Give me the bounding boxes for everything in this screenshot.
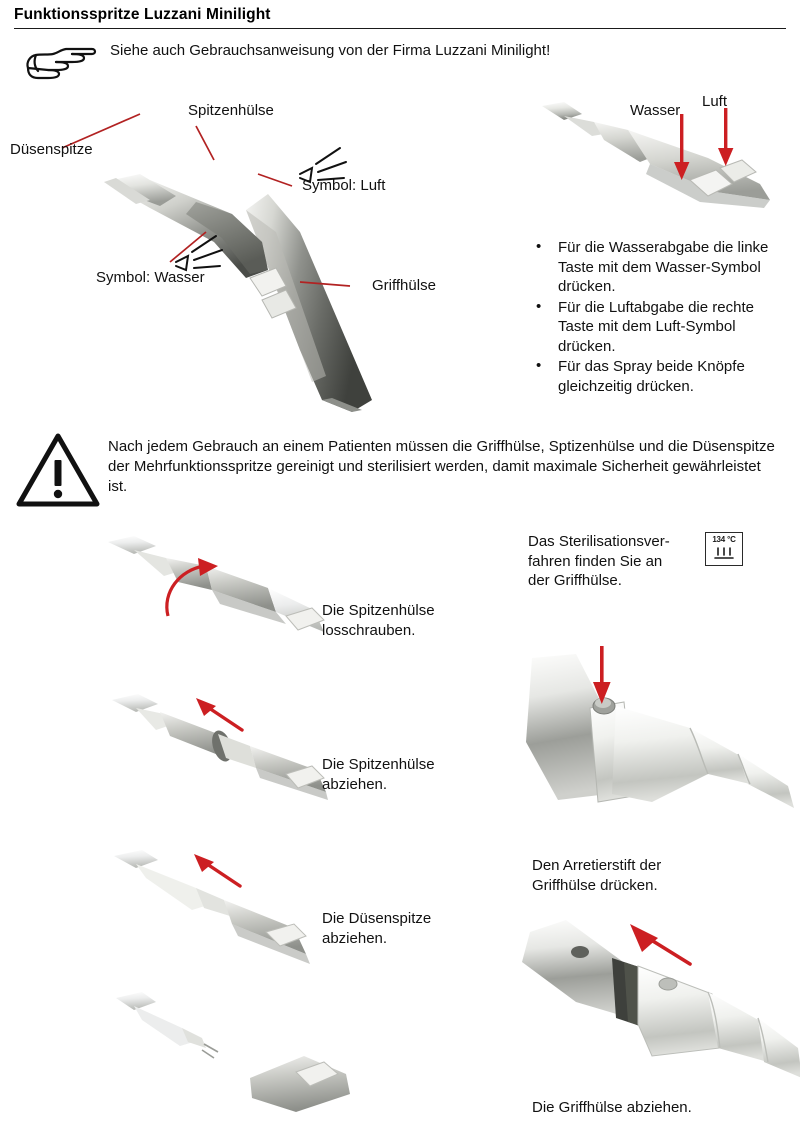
bullet-marker: • xyxy=(536,297,542,315)
step-pull-nozzle-caption: Die Düsenspitze abziehen. xyxy=(322,909,431,948)
bullet-text: Für das Spray beide Knöpfe gleichzeitig … xyxy=(558,358,745,395)
header-divider xyxy=(14,28,786,29)
label-luft: Luft xyxy=(702,93,728,110)
diagonal-arrow xyxy=(630,924,692,966)
step-press-pin-illustration xyxy=(512,624,800,839)
bullet-item-air: • Für die Luftabgabe die rechte Taste mi… xyxy=(530,298,792,357)
separated-parts-illustration xyxy=(100,982,350,1112)
label-griffhuelse: Griffhülse xyxy=(372,277,436,294)
step-unscrew-caption: Die Spitzenhülse losschrauben. xyxy=(322,601,435,640)
bullet-marker: • xyxy=(536,238,542,255)
down-arrow xyxy=(593,646,611,704)
autoclave-temperature-label: 134 °C xyxy=(712,535,736,544)
autoclave-134c-icon: 134 °C xyxy=(705,532,743,566)
caption-line: abziehen. xyxy=(322,775,388,793)
diagonal-arrow xyxy=(194,854,242,888)
caption-line: Die Spitzenhülse xyxy=(322,602,435,619)
step-pull-sleeve-caption: Die Spitzenhülse abziehen. xyxy=(322,755,435,794)
label-symbol-wasser: Symbol: Wasser xyxy=(96,269,205,286)
bullet-item-water: • Für die Wasserabgabe die linke Taste m… xyxy=(530,238,792,297)
bullet-item-spray: • Für das Spray beide Knöpfe gleichzeiti… xyxy=(530,357,792,396)
curved-rotation-arrow xyxy=(165,558,218,617)
warning-triangle-icon xyxy=(16,432,100,508)
step-pull-handle-illustration xyxy=(512,906,800,1091)
caption-line: Die Griffhülse abziehen. xyxy=(532,1099,692,1116)
sterilization-note-line-3: der Griffhülse. xyxy=(528,572,622,589)
step-pull-nozzle-illustration xyxy=(100,832,330,977)
sterilization-note-line-1: Das Sterilisationsver- xyxy=(528,533,670,550)
operation-bullet-list: • Für die Wasserabgabe die linke Taste m… xyxy=(530,238,792,397)
label-symbol-luft: Symbol: Luft xyxy=(302,177,386,194)
bullet-text: Für die Luftabgabe die rechte Taste mit … xyxy=(558,298,754,355)
bullet-text: Für die Wasserabgabe die linke Taste mit… xyxy=(558,239,769,295)
caption-line: Griffhülse drücken. xyxy=(532,876,658,894)
step-pull-handle-caption: Die Griffhülse abziehen. xyxy=(532,1098,692,1118)
label-wasser: Wasser xyxy=(630,102,681,119)
label-duesenspitze: Düsenspitze xyxy=(10,141,93,158)
sterilization-note-line-2: fahren finden Sie an xyxy=(528,552,663,570)
pointing-hand-icon xyxy=(22,38,100,84)
caption-line: Die Düsenspitze xyxy=(322,910,432,927)
step-unscrew-illustration xyxy=(100,520,330,665)
page-header: Funktionsspritze Luzzani Minilight xyxy=(14,6,786,29)
caption-line: Die Spitzenhülse xyxy=(322,756,435,773)
warning-text: Nach jedem Gebrauch an einem Patienten m… xyxy=(108,438,775,495)
caption-line: losschrauben. xyxy=(322,621,416,639)
step-pull-sleeve-illustration xyxy=(100,672,330,817)
diagonal-arrow xyxy=(196,698,244,732)
syringe-overview-illustration xyxy=(0,82,480,412)
bullet-marker: • xyxy=(536,357,542,374)
intro-note-text: Siehe auch Gebrauchsanweisung von der Fi… xyxy=(110,42,551,59)
caption-line: Den Arretierstift der xyxy=(532,857,662,874)
sterilization-note: Das Sterilisationsver- fahren finden Sie… xyxy=(528,532,698,591)
caption-line: abziehen. xyxy=(322,929,388,947)
page-title: Funktionsspritze Luzzani Minilight xyxy=(14,6,271,23)
step-press-pin-caption: Den Arretierstift der Griffhülse drücken… xyxy=(532,856,661,895)
button-detail-illustration xyxy=(520,92,800,218)
label-spitzenhuelse: Spitzenhülse xyxy=(188,102,274,119)
